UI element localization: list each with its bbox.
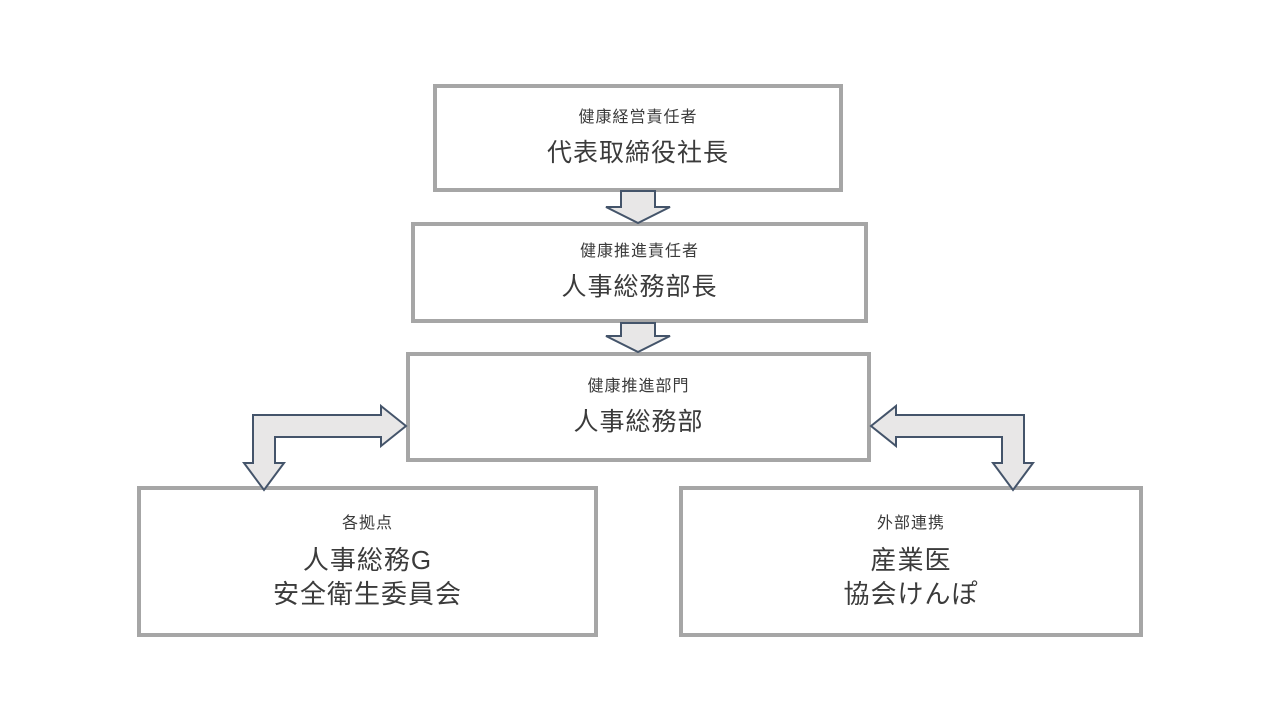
- node-external-partners-title: 産業医: [870, 544, 952, 575]
- node-promotion-leader: 健康推進責任者 人事総務部長: [411, 222, 868, 323]
- down-block-arrow-icon: [605, 190, 671, 225]
- node-ceo: 健康経営責任者 代表取締役社長: [433, 84, 843, 192]
- node-ceo-title: 代表取締役社長: [546, 138, 729, 167]
- elbow-double-arrow-left-icon: [242, 403, 408, 492]
- node-ceo-role: 健康経営責任者: [578, 108, 698, 126]
- down-block-arrow-icon: [605, 322, 671, 354]
- node-external-partners-role: 外部連携: [876, 514, 945, 532]
- node-promotion-dept: 健康推進部門 人事総務部: [406, 352, 871, 462]
- node-sites-title2: 安全衛生委員会: [272, 578, 462, 609]
- node-external-partners: 外部連携 産業医 協会けんぽ: [679, 486, 1143, 637]
- node-sites-title: 人事総務G: [302, 544, 433, 575]
- node-promotion-leader-title: 人事総務部長: [561, 273, 718, 301]
- node-sites: 各拠点 人事総務G 安全衛生委員会: [137, 486, 598, 637]
- node-promotion-dept-role: 健康推進部門: [587, 377, 690, 395]
- node-sites-role: 各拠点: [341, 514, 393, 532]
- node-external-partners-title2: 協会けんぽ: [843, 578, 979, 609]
- node-promotion-leader-role: 健康推進責任者: [579, 243, 699, 260]
- elbow-double-arrow-right-icon: [869, 403, 1035, 492]
- node-promotion-dept-title: 人事総務部: [573, 407, 704, 436]
